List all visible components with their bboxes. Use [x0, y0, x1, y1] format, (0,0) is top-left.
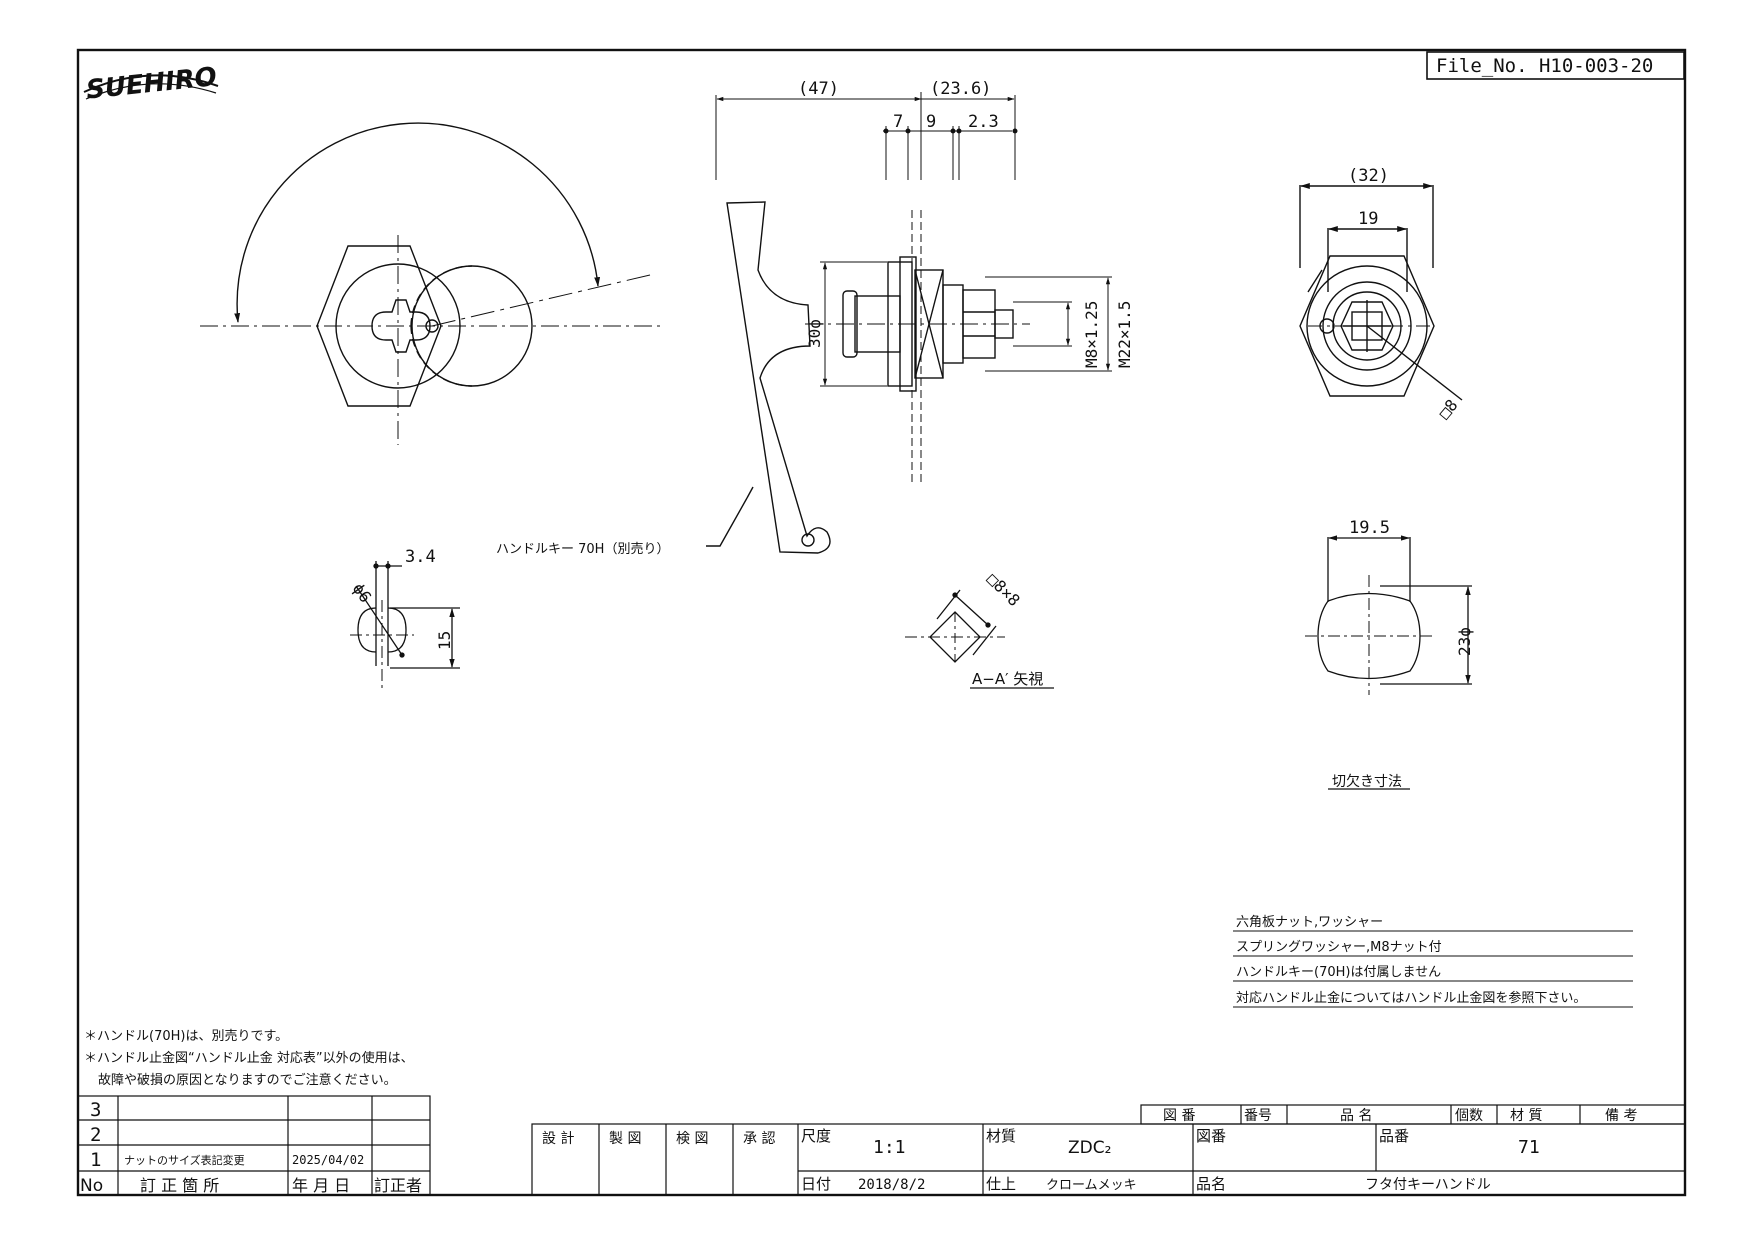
material-value: ZDC₂ [1068, 1138, 1111, 1158]
shakudo-label: 尺度 [801, 1127, 831, 1145]
revision-table [77, 1095, 431, 1196]
sheet-border [76, 48, 1687, 1197]
revision-header-by: 訂正者 [374, 1176, 422, 1195]
front-view [200, 122, 660, 445]
file-number: File_No. H10-003-20 [1436, 55, 1653, 77]
view-aa-label: A−A′ 矢視 [972, 670, 1043, 688]
hizuke-label: 日付 [801, 1175, 831, 1193]
revision-1-date: 2025/04/02 [292, 1153, 364, 1167]
dim-23phi: 23ϕ [1455, 627, 1474, 656]
cutout-label: 切欠き寸法 [1332, 774, 1402, 790]
dim-19: 19 [1358, 209, 1378, 229]
note-1: 六角板ナット,ワッシャー [1236, 915, 1383, 930]
product-name: フタ付キーハンドル [1365, 1177, 1491, 1193]
note-3: ハンドルキー(70H)は付属しません [1236, 965, 1441, 980]
revision-2-no: 2 [90, 1124, 101, 1146]
revision-header-desc: 訂 正 箇 所 [140, 1176, 219, 1195]
seizu-label: 製 図 [609, 1131, 641, 1147]
hinmei-label: 品名 [1196, 1175, 1226, 1193]
dim-m22: M22×1.5 [1115, 301, 1134, 368]
dim-7: 7 [893, 112, 903, 132]
dim-47: (47) [798, 79, 839, 99]
title-block [531, 1104, 1686, 1196]
shonin-label: 承 認 [743, 1131, 775, 1147]
side-view [706, 201, 1030, 554]
scale-value: 1:1 [873, 1137, 906, 1158]
dim-m8: M8×1.25 [1082, 301, 1101, 368]
note-2: スプリングワッシャー,M8ナット付 [1236, 940, 1442, 955]
revision-1-no: 1 [90, 1149, 101, 1171]
kenzu-label: 検 図 [676, 1131, 708, 1147]
suehiro-logo: SUEHIRO [83, 62, 219, 106]
file-number-box: File_No. H10-003-20 [1426, 51, 1685, 80]
revision-header-no: No [80, 1176, 103, 1196]
handle-key-label: ハンドルキー 70H（別売り） [496, 541, 669, 557]
dim-15: 15 [435, 631, 454, 650]
parts-header-zuban: 図 番 [1163, 1108, 1195, 1124]
dim-sq8x8: □8×8 [983, 569, 1024, 610]
warning-1: ＊ハンドル(70H)は、別売りです。 [84, 1028, 288, 1044]
logo-text: SUEHIRO [85, 62, 219, 106]
dim-9: 9 [926, 112, 936, 132]
cutout-detail [1305, 535, 1472, 790]
parts-header-bango: 番号 [1244, 1108, 1272, 1124]
dim-3-4: 3.4 [405, 547, 436, 567]
side-dimensions [715, 92, 1112, 387]
sekkei-label: 設 計 [542, 1131, 574, 1147]
zaishitsu-label: 材質 [986, 1127, 1016, 1145]
handle-key-outline [726, 201, 831, 554]
shiage-label: 仕上 [986, 1175, 1016, 1193]
parts-header-hinmei: 品 名 [1340, 1108, 1372, 1124]
rear-view [1299, 183, 1463, 401]
section-aa-view [905, 589, 1054, 689]
dim-19-5: 19.5 [1349, 518, 1390, 538]
dim-32: (32) [1348, 166, 1389, 186]
warning-2: ＊ハンドル止金図“ハンドル止金 対応表”以外の使用は、 [84, 1050, 414, 1066]
key-slot-detail [350, 561, 460, 690]
revision-1-desc: ナットのサイズ表記変更 [124, 1153, 245, 1167]
date-value: 2018/8/2 [858, 1177, 925, 1193]
note-4: 対応ハンドル止金についてはハンドル止金図を参照下さい。 [1236, 990, 1586, 1006]
dim-6phi: ϕ6 [349, 579, 376, 606]
revision-header-date: 年 月 日 [292, 1176, 350, 1195]
zuban-label: 図番 [1196, 1127, 1226, 1145]
dim-30phi: 30ϕ [805, 319, 824, 348]
parts-header-zaishitsu: 材 質 [1510, 1108, 1542, 1124]
parts-header-kosu: 個数 [1455, 1108, 1483, 1124]
parts-header-biko: 備 考 [1605, 1108, 1637, 1124]
notes-list [1233, 930, 1633, 1008]
finish-value: クロームメッキ [1046, 1178, 1137, 1193]
warning-3: 故障や破損の原因となりますのでご注意ください。 [98, 1072, 397, 1088]
hinban-value: 71 [1518, 1137, 1540, 1158]
dim-2-3: 2.3 [968, 112, 999, 132]
dim-23-6: (23.6) [930, 79, 991, 99]
revision-3-no: 3 [90, 1099, 101, 1121]
dim-sq8: □8 [1435, 396, 1462, 423]
hinban-label: 品番 [1379, 1127, 1409, 1145]
